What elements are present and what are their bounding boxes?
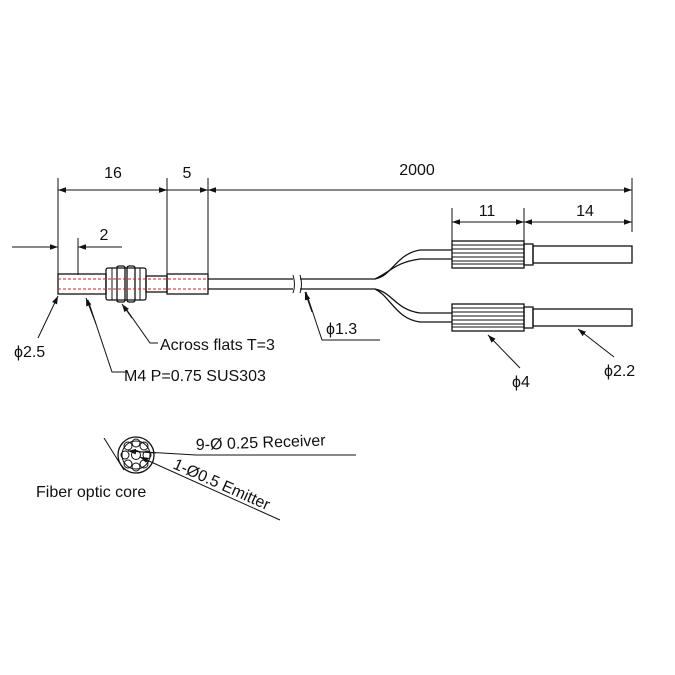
connector-upper xyxy=(451,240,633,269)
label-phi-2-2: ϕ2.2 xyxy=(604,363,635,380)
dim-2000: 2000 xyxy=(399,162,435,179)
dim-11: 11 xyxy=(479,203,496,220)
sensor-head xyxy=(57,265,209,303)
dimension-2: 2 xyxy=(12,227,122,250)
label-thread: M4 P=0.75 SUS303 xyxy=(124,368,266,385)
label-fiber-core: Fiber optic core xyxy=(36,484,146,501)
leader-thread: M4 P=0.75 SUS303 xyxy=(85,297,266,385)
leader-phi-4: ϕ4 xyxy=(487,334,530,391)
leader-phi-1-3: ϕ1.3 xyxy=(304,291,380,341)
dim-16: 16 xyxy=(104,165,122,182)
label-phi-4: ϕ4 xyxy=(512,374,530,391)
label-emitter: 1-Ø0.5 Emitter xyxy=(170,456,273,514)
leader-phi-2-2: ϕ2.2 xyxy=(577,328,635,380)
label-receiver: 9-Ø 0.25 Receiver xyxy=(196,432,327,454)
leader-across-flats: Across flats T=3 xyxy=(121,303,275,354)
connector-lower xyxy=(451,303,633,332)
dim-14: 14 xyxy=(576,203,594,220)
dim-5: 5 xyxy=(183,165,192,182)
cable xyxy=(208,249,452,323)
extension-lines xyxy=(57,178,633,275)
leader-phi-2-5: ϕ2.5 xyxy=(14,295,59,361)
dimension-top: 16 5 2000 xyxy=(58,162,632,193)
fiber-core-section xyxy=(103,436,356,521)
label-phi-1-3: ϕ1.3 xyxy=(326,321,357,338)
dim-2: 2 xyxy=(100,227,109,244)
dimension-right: 11 14 xyxy=(452,203,632,225)
label-phi-2-5: ϕ2.5 xyxy=(14,344,45,361)
label-across-flats: Across flats T=3 xyxy=(160,337,275,354)
